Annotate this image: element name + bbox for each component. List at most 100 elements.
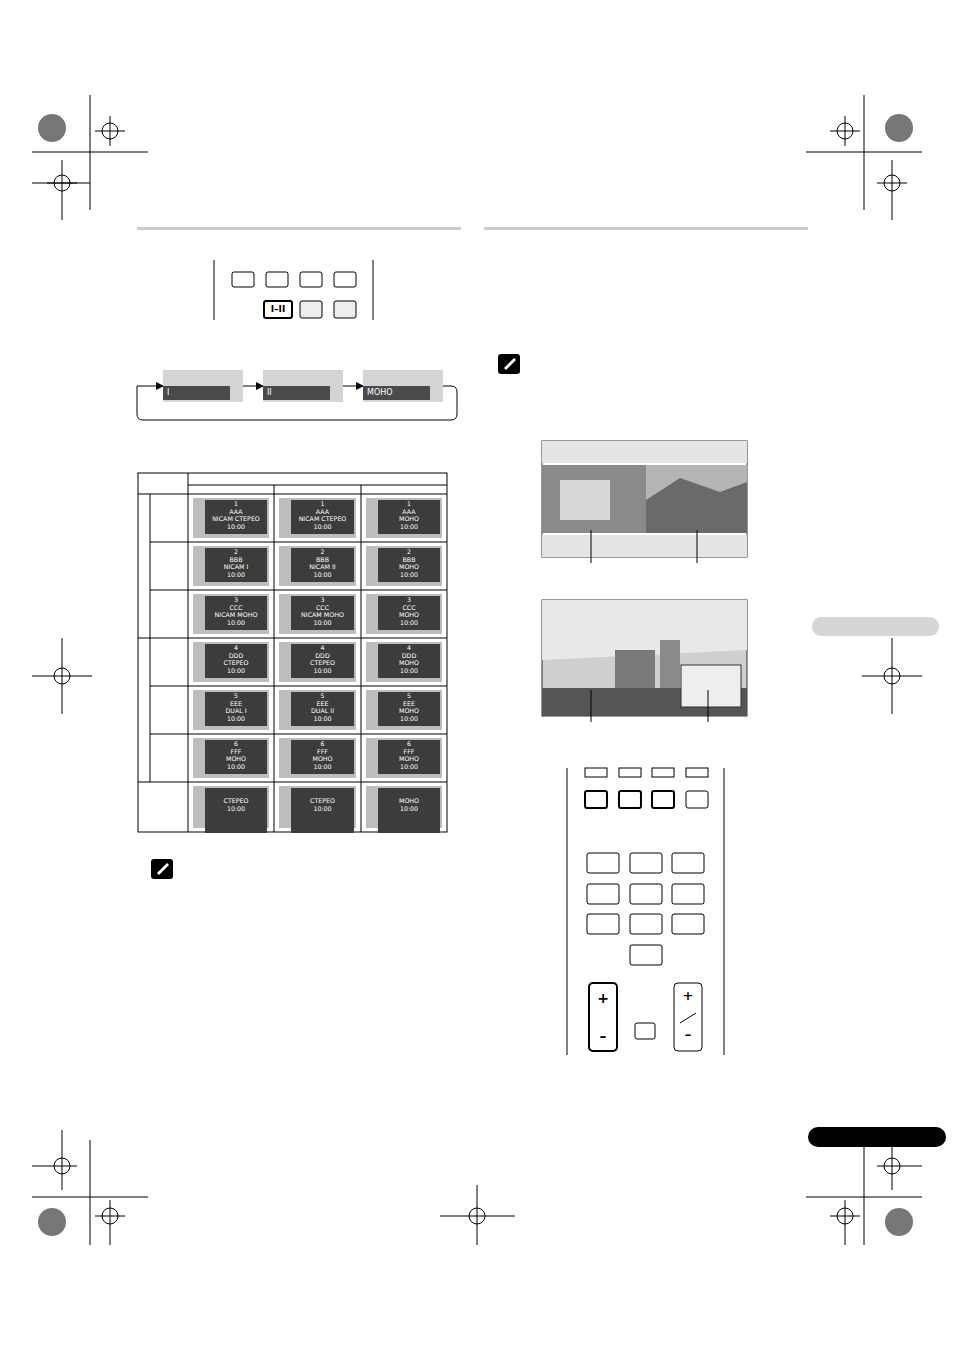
osd-line: NICAM МОНО xyxy=(205,611,267,619)
osd-line: 4 xyxy=(291,644,354,652)
osd-line: МОНО xyxy=(378,563,440,571)
cycle-arrow xyxy=(243,386,263,387)
osd-line: 10:00 xyxy=(291,667,354,675)
osd-line: CCC xyxy=(205,604,267,612)
osd-line: CCC xyxy=(291,604,354,612)
cycle-arrow xyxy=(137,386,457,420)
osd-line: 10:00 xyxy=(291,523,354,531)
osd-line: 10:00 xyxy=(205,619,267,627)
button-sign: + xyxy=(589,986,617,1010)
osd-panel: 4DDDСТЕРЕО10:00 xyxy=(291,644,354,678)
button-sign: – xyxy=(674,1024,702,1046)
osd-line: 4 xyxy=(378,644,440,652)
osd-line: 2 xyxy=(205,548,267,556)
osd-text: I xyxy=(163,386,230,400)
osd-panel: МОНО10:00 xyxy=(378,788,440,833)
osd-line: DDD xyxy=(205,652,267,660)
osd-panel: 2BBBNICAM I10:00 xyxy=(205,548,267,582)
osd-panel: 3CCCМОНО10:00 xyxy=(378,596,440,630)
osd-line: DDD xyxy=(291,652,354,660)
osd-line: FFF xyxy=(291,748,354,756)
osd-line: BBB xyxy=(378,556,440,564)
osd-line: 10:00 xyxy=(205,667,267,675)
osd-line: 10:00 xyxy=(205,763,267,771)
osd-panel: 6FFFМОНО10:00 xyxy=(378,740,440,774)
osd-box: МОНО xyxy=(363,370,443,402)
osd-line: МОНО xyxy=(378,611,440,619)
osd-line: МОНО xyxy=(378,755,440,763)
osd-line: NICAM II xyxy=(291,563,354,571)
osd-line: 10:00 xyxy=(291,715,354,723)
osd-panel: 5EEEDUAL I10:00 xyxy=(205,692,267,726)
osd-panel: 5EEEМОНО10:00 xyxy=(378,692,440,726)
osd-line: EEE xyxy=(378,700,440,708)
osd-line: 10:00 xyxy=(205,523,267,531)
osd-text: МОНО xyxy=(363,386,430,400)
osd-line: 10:00 xyxy=(378,523,440,531)
osd-line: 10:00 xyxy=(291,571,354,579)
osd-line: FFF xyxy=(205,748,267,756)
osd-panel: 5EEEDUAL II10:00 xyxy=(291,692,354,726)
osd-line: NICAM I xyxy=(205,563,267,571)
button-label: I–II xyxy=(264,301,292,318)
osd-panel: 1AAANICAM СТЕРЕО10:00 xyxy=(291,500,354,534)
osd-line: 4 xyxy=(205,644,267,652)
osd-line: NICAM МОНО xyxy=(291,611,354,619)
osd-line: 10:00 xyxy=(378,715,440,723)
osd-line: AAA xyxy=(291,508,354,516)
osd-panel: 1AAAМОНО10:00 xyxy=(378,500,440,534)
osd-line: AAA xyxy=(378,508,440,516)
osd-line: 2 xyxy=(291,548,354,556)
osd-line: FFF xyxy=(378,748,440,756)
osd-line: 10:00 xyxy=(291,805,354,813)
osd-line: 6 xyxy=(205,740,267,748)
osd-line: СТЕРЕО xyxy=(291,797,354,805)
osd-line: 1 xyxy=(205,500,267,508)
osd-line: DDD xyxy=(378,652,440,660)
osd-line: МОНО xyxy=(291,755,354,763)
osd-line: МОНО xyxy=(378,797,440,805)
osd-panel: 6FFFМОНО10:00 xyxy=(205,740,267,774)
osd-line: 10:00 xyxy=(378,763,440,771)
osd-line: 3 xyxy=(205,596,267,604)
osd-line: 6 xyxy=(378,740,440,748)
osd-line: 5 xyxy=(205,692,267,700)
osd-line: NICAM СТЕРЕО xyxy=(205,515,267,523)
osd-line: 10:00 xyxy=(378,805,440,813)
osd-line: 1 xyxy=(378,500,440,508)
osd-line: МОНО xyxy=(378,659,440,667)
osd-line: СТЕРЕО xyxy=(291,659,354,667)
osd-box: II xyxy=(263,370,343,402)
osd-panel: 1AAANICAM СТЕРЕО10:00 xyxy=(205,500,267,534)
osd-line: 10:00 xyxy=(205,571,267,579)
osd-text: II xyxy=(263,386,330,400)
osd-line: CCC xyxy=(378,604,440,612)
osd-panel: 3CCCNICAM МОНО10:00 xyxy=(205,596,267,630)
button-sign: + xyxy=(674,986,702,1006)
osd-line: 3 xyxy=(378,596,440,604)
osd-line: 10:00 xyxy=(378,667,440,675)
osd-line: СТЕРЕО xyxy=(205,659,267,667)
osd-line: 1 xyxy=(291,500,354,508)
osd-line: 2 xyxy=(378,548,440,556)
osd-line: 10:00 xyxy=(291,619,354,627)
osd-line: DUAL II xyxy=(291,707,354,715)
osd-line: BBB xyxy=(205,556,267,564)
osd-panel: 2BBBМОНО10:00 xyxy=(378,548,440,582)
osd-panel: 6FFFМОНО10:00 xyxy=(291,740,354,774)
osd-line: СТЕРЕО xyxy=(205,797,267,805)
osd-line: DUAL I xyxy=(205,707,267,715)
osd-line: BBB xyxy=(291,556,354,564)
osd-line: 10:00 xyxy=(205,805,267,813)
osd-line: EEE xyxy=(291,700,354,708)
osd-panel: 3CCCNICAM МОНО10:00 xyxy=(291,596,354,630)
osd-panel: 4DDDМОНО10:00 xyxy=(378,644,440,678)
osd-line: 3 xyxy=(291,596,354,604)
cycle-arrow xyxy=(343,386,363,387)
osd-line: 5 xyxy=(291,692,354,700)
osd-line: 10:00 xyxy=(378,619,440,627)
osd-line: 10:00 xyxy=(291,763,354,771)
osd-box: I xyxy=(163,370,243,402)
